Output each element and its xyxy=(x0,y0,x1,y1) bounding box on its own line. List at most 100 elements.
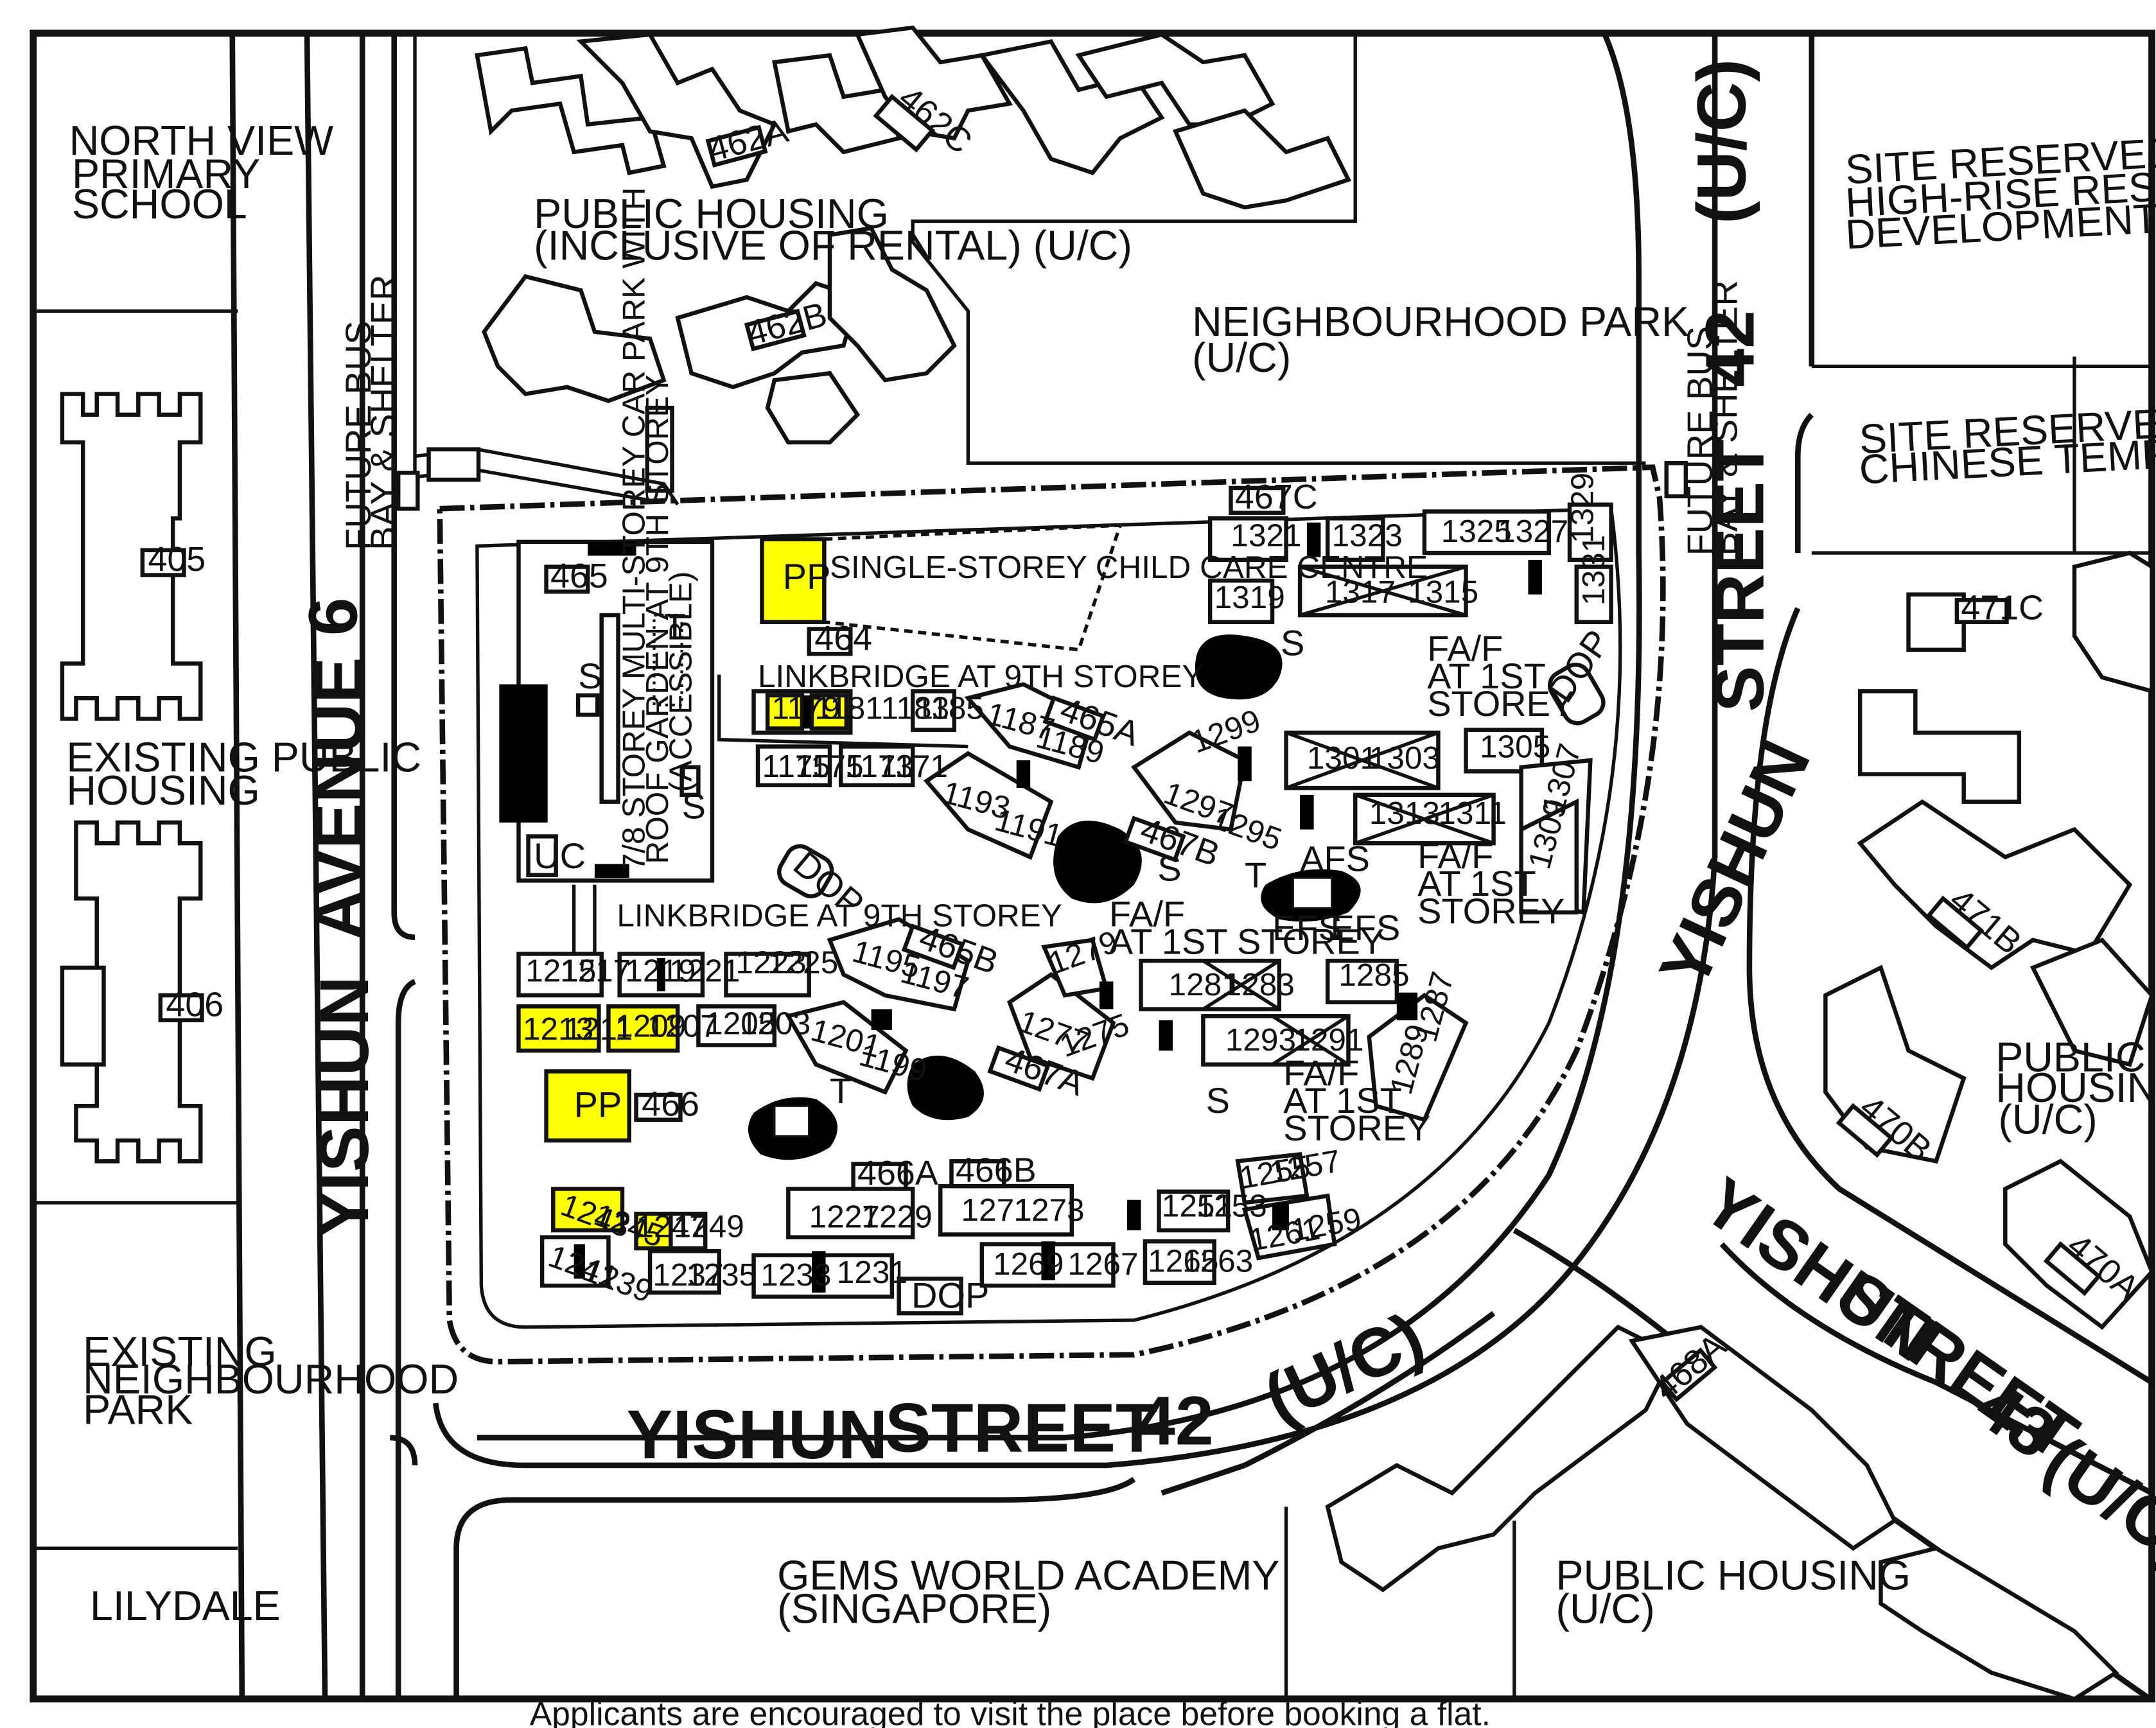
road-uc-right: (U/C) xyxy=(1683,59,1760,224)
uc-box xyxy=(526,834,558,877)
label-s-1: S xyxy=(578,656,602,696)
label-efs-1: EFS xyxy=(1272,907,1342,948)
label-public-housing-right-2: HOUSING xyxy=(1995,1065,2156,1111)
label-public-housing-right: PUBLIC xyxy=(1995,1034,2145,1080)
label-lilydale: LILYDALE xyxy=(90,1583,281,1629)
unit-1231: 1231 xyxy=(837,1255,907,1290)
unit-1273: 1273 xyxy=(1013,1192,1084,1228)
road-street-bottom: STREET xyxy=(885,1389,1158,1466)
carpark-s-box-2 xyxy=(679,765,701,798)
block-464: 464 xyxy=(814,619,872,658)
unit-1253: 1253 xyxy=(1196,1188,1267,1223)
road-42-right: 42 xyxy=(1691,310,1768,387)
unit-1301: 1301 xyxy=(1307,740,1378,776)
label-carpark-3: (ACCESSIBLE) xyxy=(663,572,699,792)
unit-1229: 1229 xyxy=(862,1200,933,1235)
bus-shelter-left xyxy=(396,471,420,511)
road-yishun-st42-bottom: YISHUN xyxy=(626,1396,888,1473)
label-neighbourhood-park-2: (U/C) xyxy=(1192,335,1291,381)
label-bus-right: FUTURE BUS xyxy=(1679,326,1720,556)
unit-1329: 1329 xyxy=(1565,473,1600,543)
estate-boundary xyxy=(437,464,1666,1365)
unit-1203: 1203 xyxy=(740,1006,811,1041)
unit-1219: 1219 xyxy=(625,953,696,988)
label-north-view-3: SCHOOL xyxy=(72,181,247,227)
label-public-housing-right-3: (U/C) xyxy=(1999,1096,2098,1142)
block-465: 465 xyxy=(550,557,608,595)
unit-1321: 1321 xyxy=(1231,518,1301,553)
unit-1325: 1325 xyxy=(1441,514,1512,549)
label-s-3: S xyxy=(1281,622,1304,663)
block-405: 405 xyxy=(148,540,206,579)
label-faf-1: FA/F xyxy=(1427,628,1503,668)
unit-1235: 1235 xyxy=(686,1257,757,1293)
label-faf-1b: AT 1ST xyxy=(1427,656,1546,696)
road-42-bottom: 42 xyxy=(1137,1383,1214,1460)
dop-2 xyxy=(777,844,834,898)
unit-1173: 1173 xyxy=(845,749,913,784)
label-t-2: T xyxy=(664,606,686,647)
existing-housing-left xyxy=(60,392,203,1164)
unit-1319: 1319 xyxy=(1214,580,1285,615)
label-t-1: T xyxy=(1245,855,1266,895)
carpark-ramp xyxy=(599,613,620,804)
unit-1251: 1251 xyxy=(1162,1188,1232,1223)
unit-1313: 1313 xyxy=(1369,796,1440,831)
map-frame xyxy=(30,30,2155,1703)
label-faf-2: FA/F xyxy=(1417,835,1493,876)
unit-1233: 1233 xyxy=(760,1257,831,1293)
label-north-view-2: PRIMARY xyxy=(72,151,260,197)
unit-1171: 1171 xyxy=(880,749,948,784)
pp-466 xyxy=(544,1069,631,1143)
label-bus-left: FUTURE BUS xyxy=(338,320,378,550)
label-faf-2b: AT 1ST xyxy=(1417,863,1536,903)
label-afs: AFS xyxy=(1300,838,1370,878)
label-faf-1c: STOREY xyxy=(1427,683,1574,724)
label-child-care: SINGLE-STOREY CHILD CARE CENTRE xyxy=(830,550,1428,585)
block-406: 406 xyxy=(166,985,223,1024)
label-pp-childcare: PP xyxy=(783,556,831,597)
label-existing-park: EXISTING xyxy=(83,1329,276,1375)
unit-1183: 1183 xyxy=(881,690,949,726)
dop-1 xyxy=(1547,662,1606,726)
unit-1249: 1249 xyxy=(674,1209,744,1244)
label-faf-2c: STOREY xyxy=(1417,891,1564,931)
label-faf-4: FA/F xyxy=(1283,1052,1359,1093)
unit-1257: 1257 xyxy=(1267,1143,1343,1190)
unit-1185: 1185 xyxy=(915,690,983,726)
label-public-housing-top: PUBLIC HOUSING xyxy=(534,191,889,237)
unit-1237: 1237 xyxy=(653,1257,723,1293)
label-existing-housing: EXISTING PUBLIC xyxy=(66,734,421,780)
estate-inner-road xyxy=(475,507,1622,1329)
unit-1303: 1303 xyxy=(1369,740,1440,776)
road-street-right: STREET xyxy=(1701,439,1778,712)
unit-1263: 1263 xyxy=(1182,1244,1253,1279)
unit-1267: 1267 xyxy=(1067,1246,1138,1282)
unit-1205: 1205 xyxy=(705,1006,776,1041)
unit-1215: 1215 xyxy=(525,953,596,988)
unit-1221: 1221 xyxy=(669,953,740,988)
label-faf-4b: AT 1ST xyxy=(1283,1080,1402,1121)
footer-note: Applicants are encouraged to visit the p… xyxy=(530,1695,1491,1728)
area-labels: NORTH VIEW PRIMARY SCHOOL EXISTING PUBLI… xyxy=(66,115,2156,1632)
label-faf-4c: STOREY xyxy=(1283,1108,1430,1148)
label-uc: UC xyxy=(534,835,586,876)
road-avenue-6: AVENUE xyxy=(300,657,377,940)
unit-1223: 1223 xyxy=(736,945,807,981)
label-t-3: T xyxy=(830,1070,852,1111)
label-faf-3b: AT 1ST STOREY xyxy=(1109,921,1384,961)
road-avenue-6-num: 6 xyxy=(295,597,372,636)
label-linkbridge-mid: LINKBRIDGE AT 9TH STOREY xyxy=(617,898,1062,933)
block-466: 466 xyxy=(642,1085,699,1123)
label-faf-3: FA/F xyxy=(1109,893,1185,934)
unit-1323: 1323 xyxy=(1332,518,1403,553)
carpark-dark-block xyxy=(499,684,548,823)
unit-1293: 1293 xyxy=(1225,1022,1296,1058)
label-public-housing-bottom: PUBLIC HOUSING xyxy=(1556,1553,1911,1599)
unit-1225: 1225 xyxy=(767,945,838,981)
unit-1211: 1211 xyxy=(565,1011,633,1047)
label-gems: GEMS WORLD ACADEMY xyxy=(777,1553,1279,1599)
unit-1209: 1209 xyxy=(615,1009,686,1044)
child-care-pp xyxy=(760,537,827,624)
